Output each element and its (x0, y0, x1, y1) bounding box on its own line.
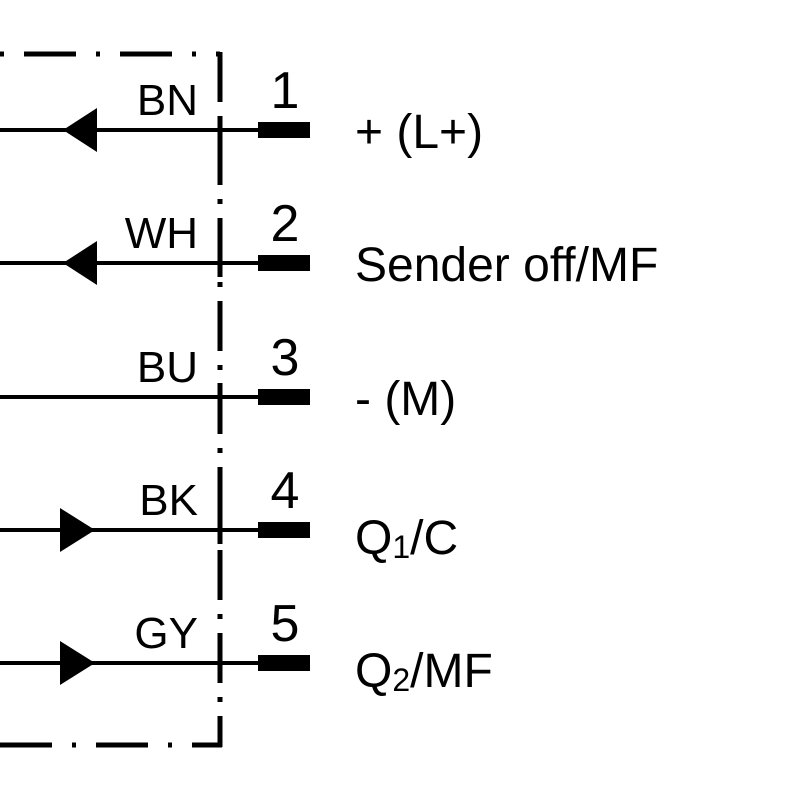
arrow-right-icon (60, 641, 95, 685)
signal-label: Q2/MF (355, 645, 493, 698)
pin-number: 4 (271, 462, 300, 520)
signal-rest: /C (410, 512, 458, 565)
wire-color-label: WH (125, 209, 198, 258)
signal-label: + (L+) (355, 106, 483, 159)
terminal-block (258, 122, 310, 138)
terminal-block (258, 255, 310, 271)
pin-number: 1 (271, 62, 300, 120)
wire-color-label: BK (139, 476, 198, 525)
signal-subscript: 1 (392, 529, 410, 565)
signal-label: Sender off/MF (355, 239, 658, 292)
terminal-block (258, 522, 310, 538)
terminal-block (258, 655, 310, 671)
signal-label: - (M) (355, 373, 456, 426)
pin-number: 2 (271, 195, 300, 253)
signal-label: Q1/C (355, 512, 458, 565)
arrow-left-icon (63, 108, 97, 152)
wire-color-label: GY (134, 609, 198, 658)
signal-main: Q (355, 512, 392, 565)
pin-number: 3 (271, 329, 300, 387)
arrow-left-icon (63, 241, 97, 285)
wire-color-label: BN (137, 76, 198, 125)
signal-main: Q (355, 645, 392, 698)
terminal-block (258, 389, 310, 405)
pin-5: GY 5Q2/MF (0, 595, 493, 698)
pin-3: BU 3 - (M) (0, 329, 456, 426)
pin-1: BN 1 + (L+) (0, 62, 483, 159)
arrow-right-icon (60, 508, 95, 552)
pin-4: BK 4Q1/C (0, 462, 458, 565)
signal-rest: /MF (410, 645, 493, 698)
wire-color-label: BU (137, 343, 198, 392)
signal-subscript: 2 (392, 662, 410, 698)
pin-number: 5 (271, 595, 300, 653)
